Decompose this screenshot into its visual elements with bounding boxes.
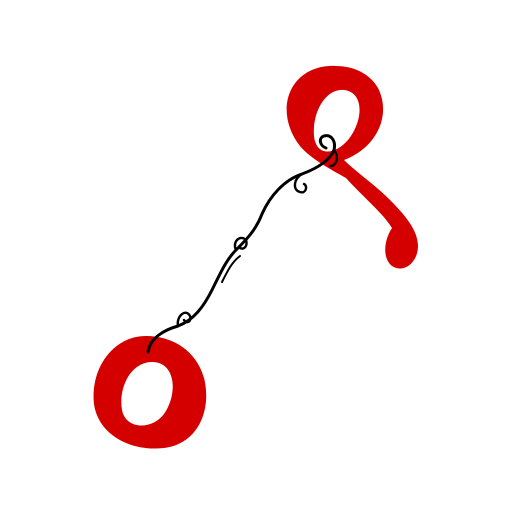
vine-main-stroke (146, 134, 336, 354)
vine-accent-stroke (221, 255, 241, 283)
black-swirl-vine-icon (146, 134, 339, 354)
vine-top-hook (328, 148, 339, 168)
vine-curl-lower (176, 311, 192, 328)
vine-curl-middle (233, 236, 248, 252)
red-looped-ring-with-tail-icon (286, 65, 418, 269)
vine-curl-upper (293, 172, 308, 194)
upper-ring-shape (286, 65, 418, 269)
red-oval-ring-icon (93, 336, 207, 449)
lower-ring-shape (93, 336, 207, 449)
